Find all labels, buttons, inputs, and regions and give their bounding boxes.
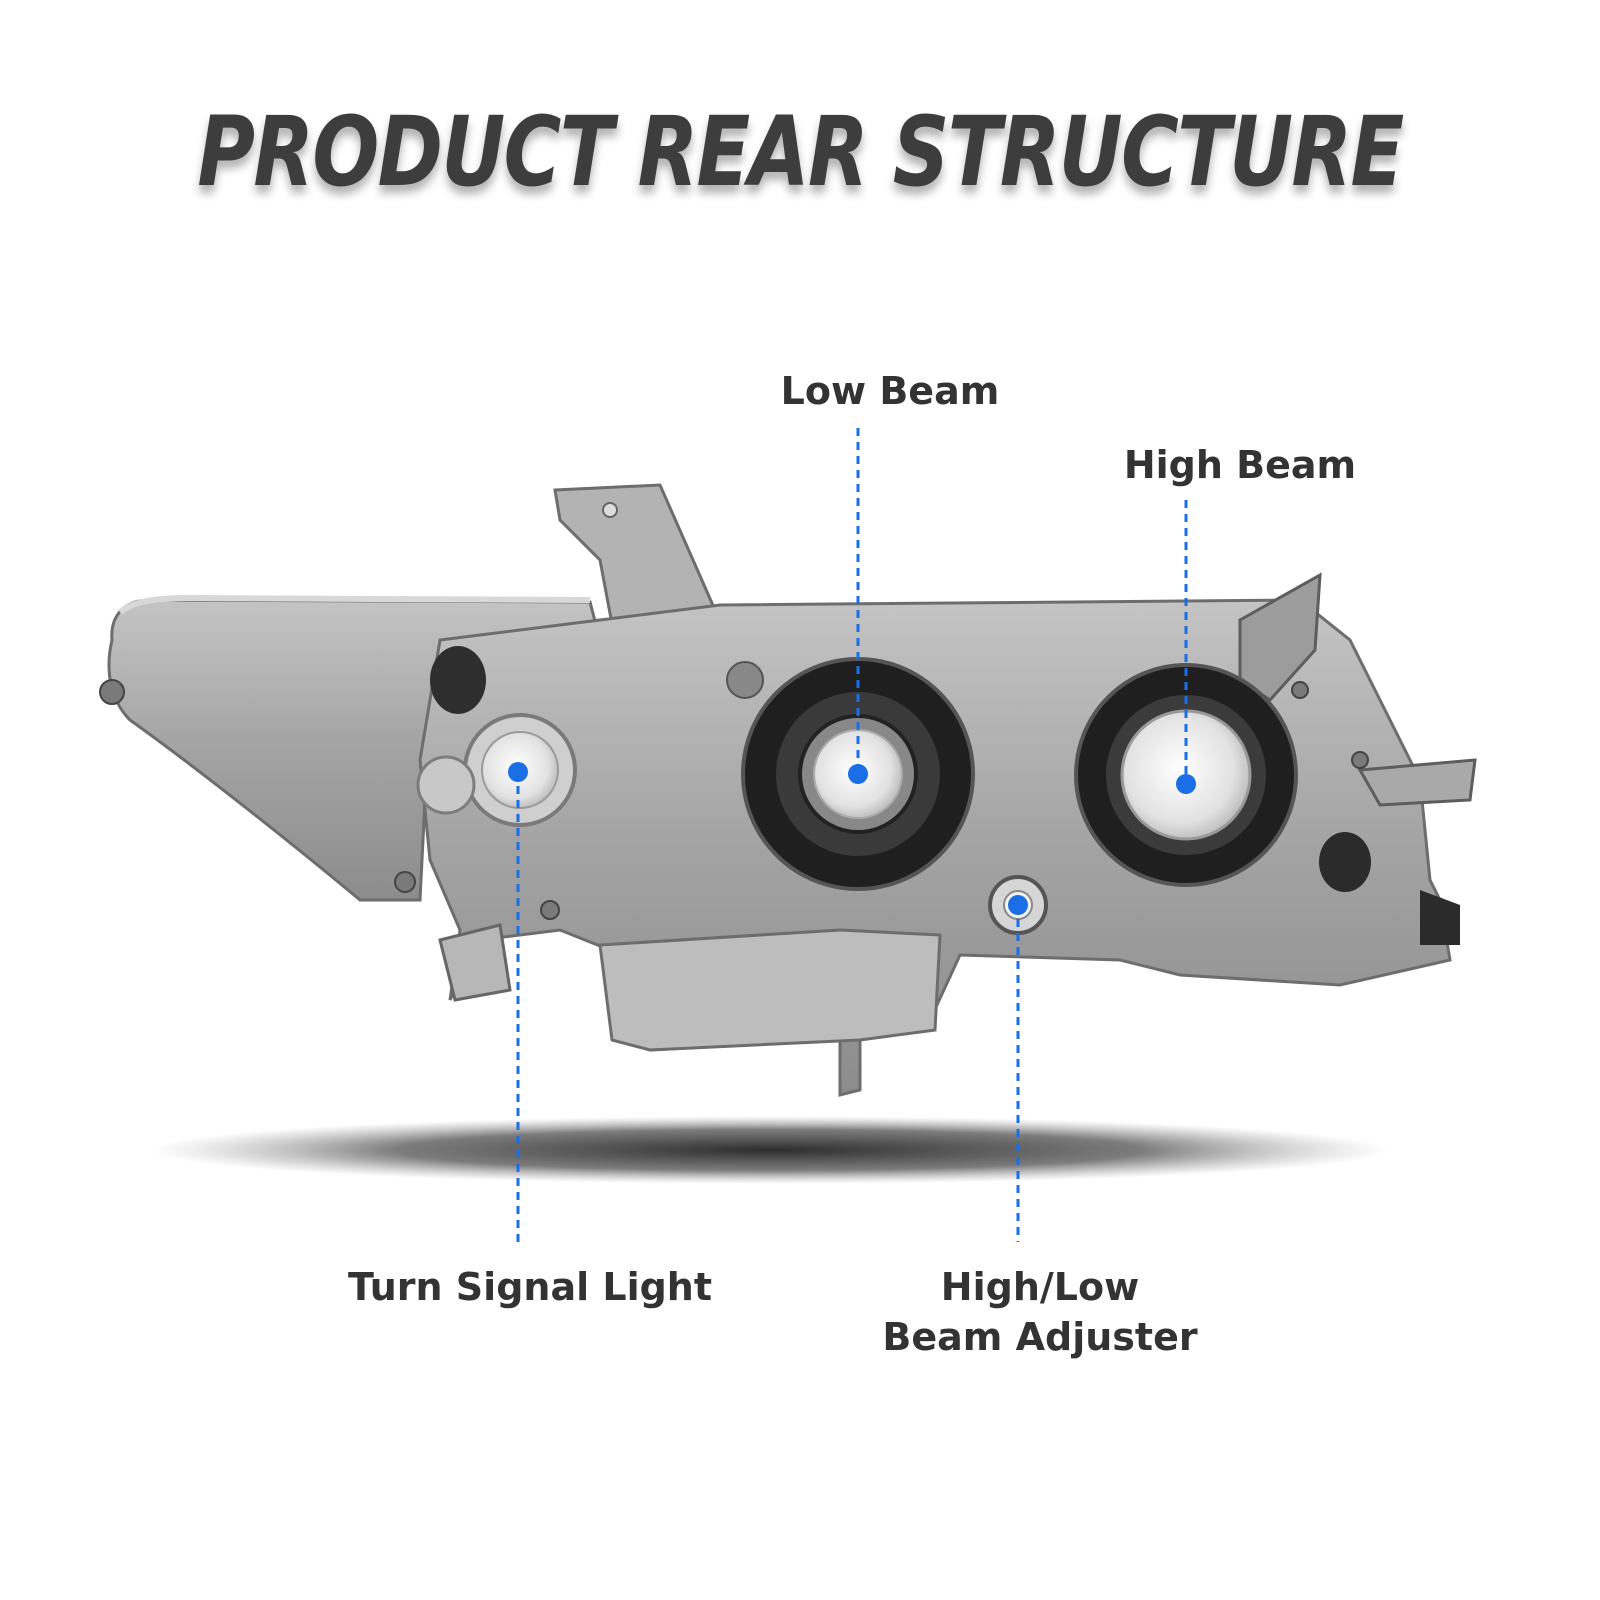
callout-label-low-beam: Low Beam xyxy=(780,369,1000,413)
screw-left xyxy=(99,679,125,705)
screw-left-lower xyxy=(394,871,416,893)
callout-label-turn-signal: Turn Signal Light xyxy=(347,1265,713,1309)
screw-mid xyxy=(540,900,560,920)
callout-label-beam-adjuster: High/Low Beam Adjuster xyxy=(840,1262,1240,1362)
callout-dot-adjuster xyxy=(1008,895,1028,915)
bracket-hole xyxy=(602,502,618,518)
lower-connector xyxy=(438,923,512,1002)
callout-label-high-beam: High Beam xyxy=(1123,443,1357,487)
dark-corner-right xyxy=(1420,890,1460,945)
screw-right-lower xyxy=(1351,751,1369,769)
callout-dot-turn-signal xyxy=(508,762,528,782)
vent-left xyxy=(430,646,486,714)
page-title: PRODUCT REAR STRUCTURE xyxy=(197,96,1404,208)
turn-signal-side xyxy=(416,755,476,815)
lower-housing-box xyxy=(598,928,942,1052)
callout-dot-high-beam xyxy=(1176,774,1196,794)
vent-right xyxy=(1319,832,1371,892)
callout-label-adjuster-line1: High/Low xyxy=(940,1265,1140,1309)
vent-fan xyxy=(726,661,764,699)
mounting-bracket-right-side xyxy=(1357,758,1477,807)
screw-right xyxy=(1291,681,1309,699)
callout-dot-low-beam xyxy=(848,764,868,784)
floor-shadow xyxy=(150,1116,1390,1184)
callout-label-adjuster-line2: Beam Adjuster xyxy=(882,1315,1198,1359)
mounting-bracket-right-top xyxy=(1238,572,1322,702)
chrome-edge xyxy=(118,594,591,615)
